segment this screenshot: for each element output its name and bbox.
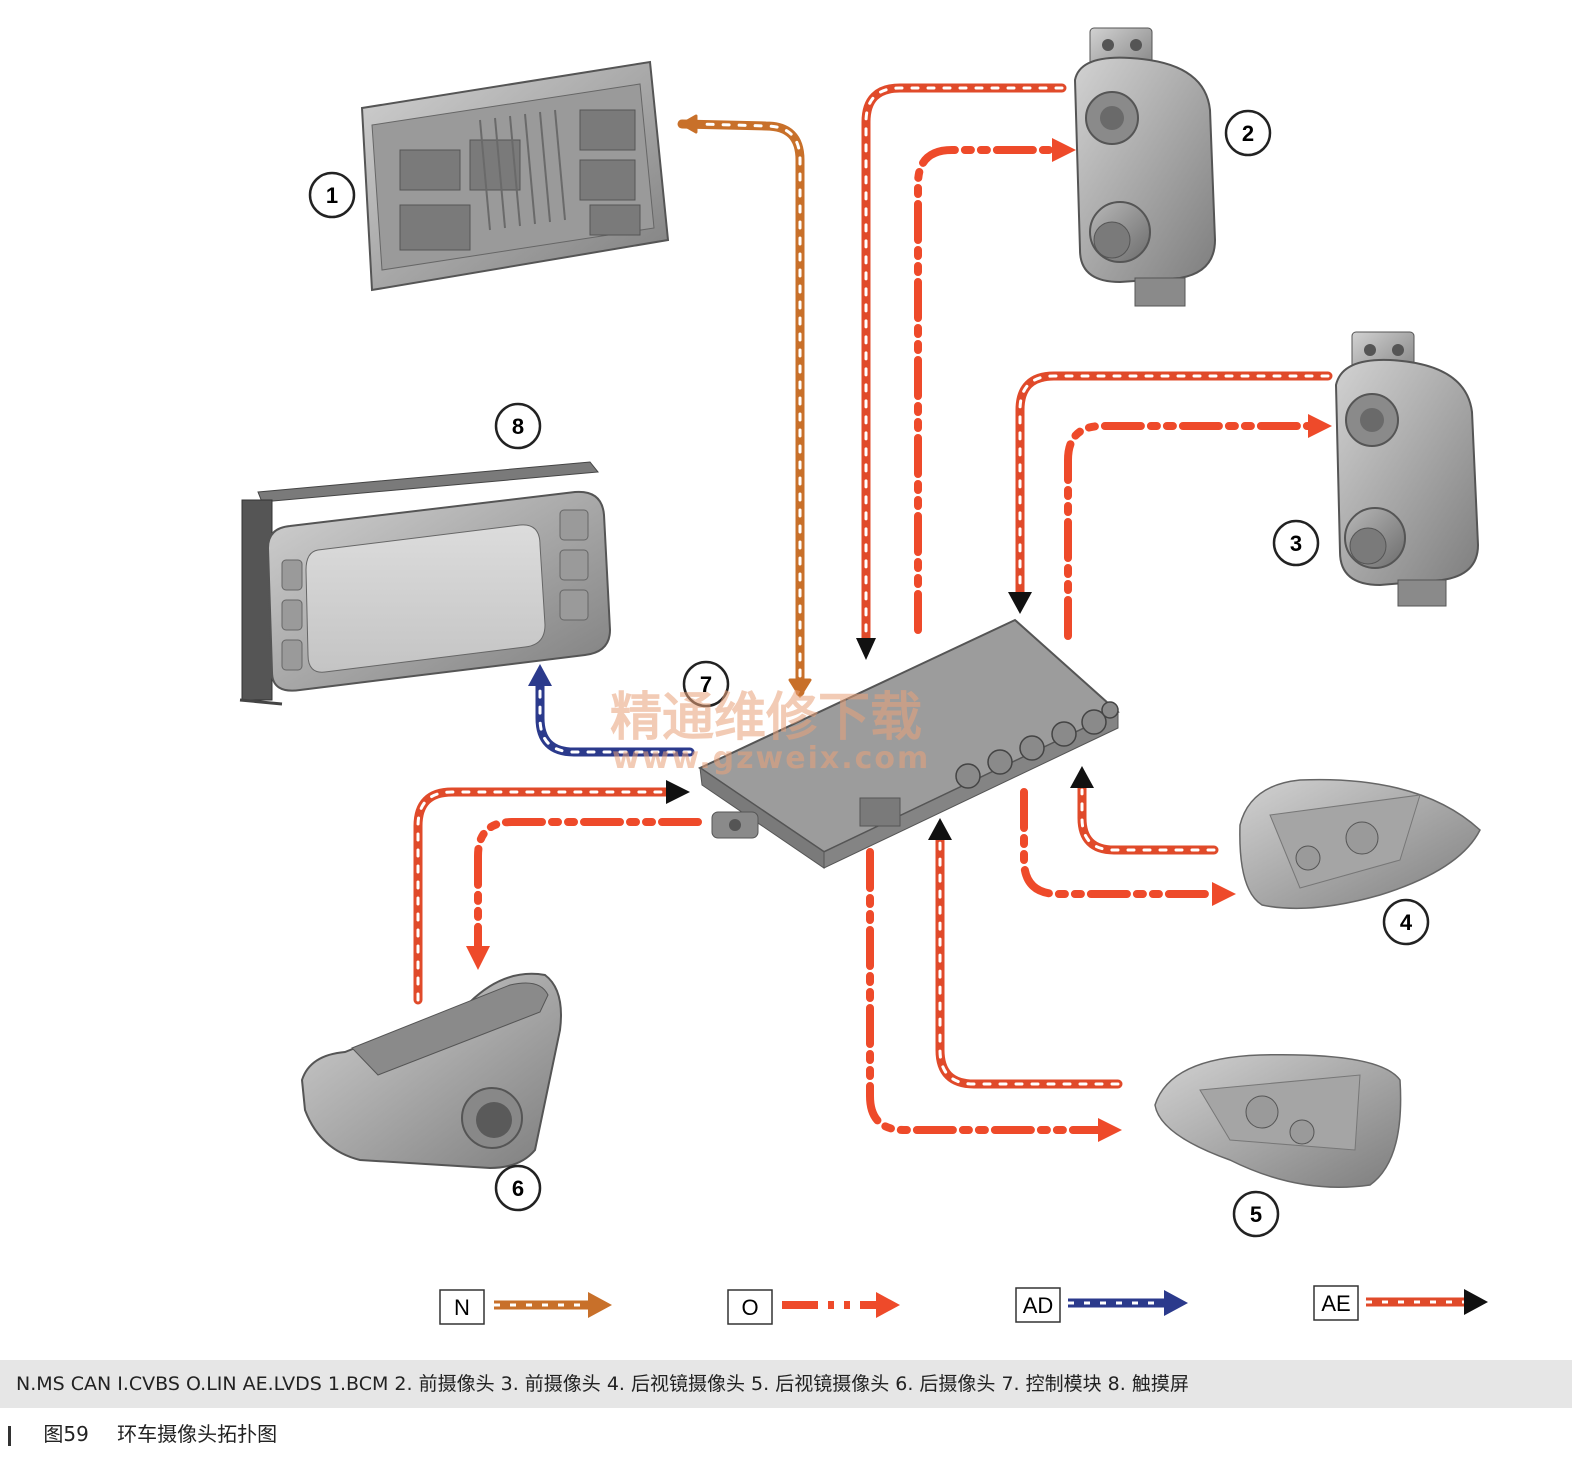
callout-2: 2 — [1224, 109, 1272, 157]
svg-text:8: 8 — [512, 414, 524, 439]
arrow-n-up — [680, 114, 698, 134]
arrow-ae-cam4 — [1070, 766, 1094, 788]
svg-text:7: 7 — [700, 672, 712, 697]
callout-8: 8 — [494, 402, 542, 450]
legend-item-ae: AE — [1313, 1285, 1488, 1321]
arrow-ad-screen — [528, 664, 552, 686]
legend-caption: N.MS CAN I.CVBS O.LIN AE.LVDS 1.BCM 2. 前… — [0, 1360, 1572, 1408]
callout-3: 3 — [1272, 519, 1320, 567]
callout-4: 4 — [1382, 898, 1430, 946]
link-n-bcm-dash — [698, 122, 802, 694]
legend-item-ad: AD — [1015, 1287, 1188, 1323]
svg-text:2: 2 — [1242, 121, 1254, 146]
arrow-ae-cam6 — [666, 780, 690, 804]
link-ae-cam4 — [1077, 781, 1219, 855]
svg-text:www.gzweix.com: www.gzweix.com — [612, 741, 930, 776]
callout-5: 5 — [1232, 1190, 1280, 1238]
svg-text:1: 1 — [326, 183, 338, 208]
svg-text:5: 5 — [1250, 1202, 1262, 1227]
front-camera-upper-illustration — [1073, 27, 1217, 307]
svg-text:6: 6 — [512, 1176, 524, 1201]
svg-text:精通维修下载: 精通维修下载 — [610, 687, 922, 748]
watermark: 精通维修下载 www.gzweix.com — [610, 687, 930, 776]
callout-1: 1 — [308, 171, 356, 219]
link-o-cam2 — [914, 146, 1056, 634]
arrow-o-cam3 — [1308, 414, 1332, 438]
arrow-ae-cam2 — [856, 638, 876, 660]
figure-title: 图59 环车摄像头拓扑图 — [8, 1418, 299, 1447]
figure-caption: 环车摄像头拓扑图 — [117, 1422, 278, 1446]
callout-7: 7 — [682, 660, 730, 708]
topology-diagram: 1 2 3 — [239, 27, 1488, 1325]
link-o-cam4 — [1020, 788, 1216, 898]
bcm-module-illustration — [360, 60, 670, 292]
legend: N O AD AE — [439, 1285, 1488, 1325]
arrow-o-cam6 — [466, 946, 490, 970]
arrow-ae-cam3 — [1008, 592, 1032, 614]
arrow-ae-cam5 — [928, 818, 952, 840]
legend-item-o: O — [727, 1289, 900, 1325]
link-o-cam3 — [1064, 422, 1312, 640]
svg-text:N: N — [454, 1295, 470, 1320]
svg-text:3: 3 — [1290, 531, 1302, 556]
figure-number: 图59 — [43, 1422, 89, 1446]
arrow-n-down — [788, 678, 812, 698]
arrow-o-cam2 — [1052, 138, 1076, 162]
callout-6: 6 — [494, 1164, 542, 1212]
connection-lines — [413, 83, 1333, 1142]
link-n-bcm — [677, 119, 805, 697]
svg-text:AD: AD — [1023, 1293, 1054, 1318]
rear-camera-illustration — [300, 972, 562, 1170]
arrow-o-cam5 — [1098, 1118, 1122, 1142]
mirror-camera-upper-illustration — [1239, 778, 1481, 910]
front-camera-lower-illustration — [1334, 331, 1480, 607]
link-o-cam5 — [866, 848, 1102, 1134]
svg-text:O: O — [741, 1295, 758, 1320]
touchscreen-illustration — [239, 461, 612, 706]
arrow-o-cam4 — [1212, 882, 1236, 906]
svg-text:AE: AE — [1321, 1291, 1350, 1316]
mirror-camera-lower-illustration — [1154, 1053, 1402, 1188]
link-o-cam6 — [474, 818, 702, 952]
legend-item-n: N — [439, 1289, 612, 1325]
svg-text:4: 4 — [1400, 910, 1413, 935]
link-ae-cam2 — [861, 83, 1067, 645]
control-module-illustration — [697, 618, 1120, 869]
title-bar-mark — [8, 1425, 11, 1446]
